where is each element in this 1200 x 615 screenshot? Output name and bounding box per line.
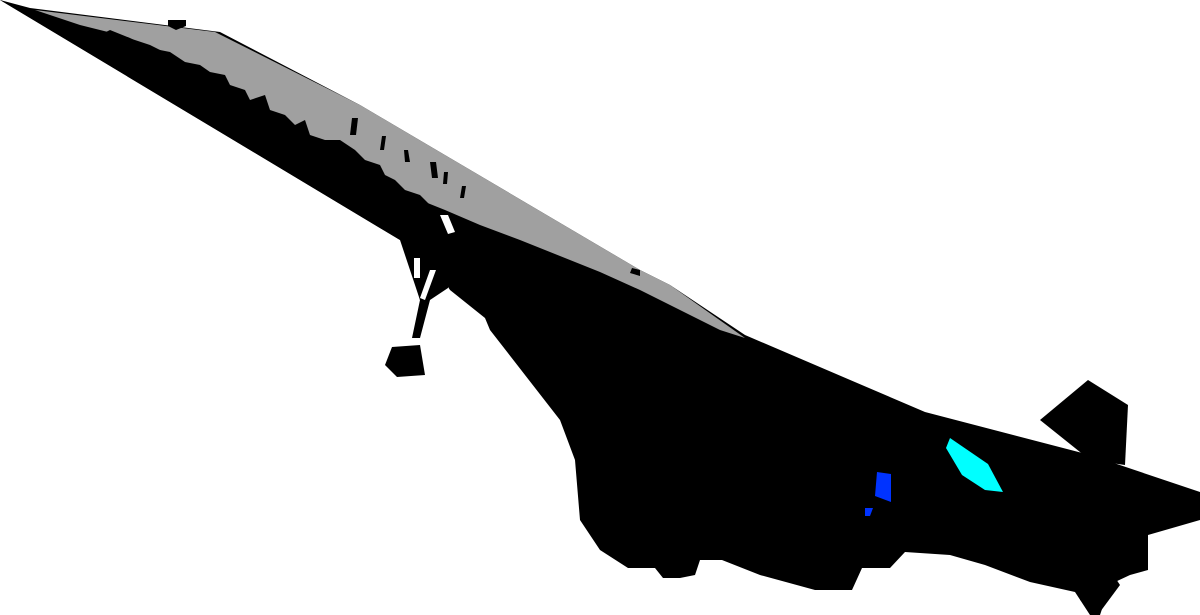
jet-gear-highlights [414,215,455,300]
jet-tail-fin [1040,380,1128,465]
jet-surface-detail [0,0,440,240]
jet-window-blue [875,472,891,502]
jet-hatch-marks [168,20,640,276]
jet-window-blue-small [865,508,873,516]
jet-window-cyan [946,438,1003,492]
jet-exhaust [1080,570,1120,612]
jet-upper-surface [35,10,745,338]
